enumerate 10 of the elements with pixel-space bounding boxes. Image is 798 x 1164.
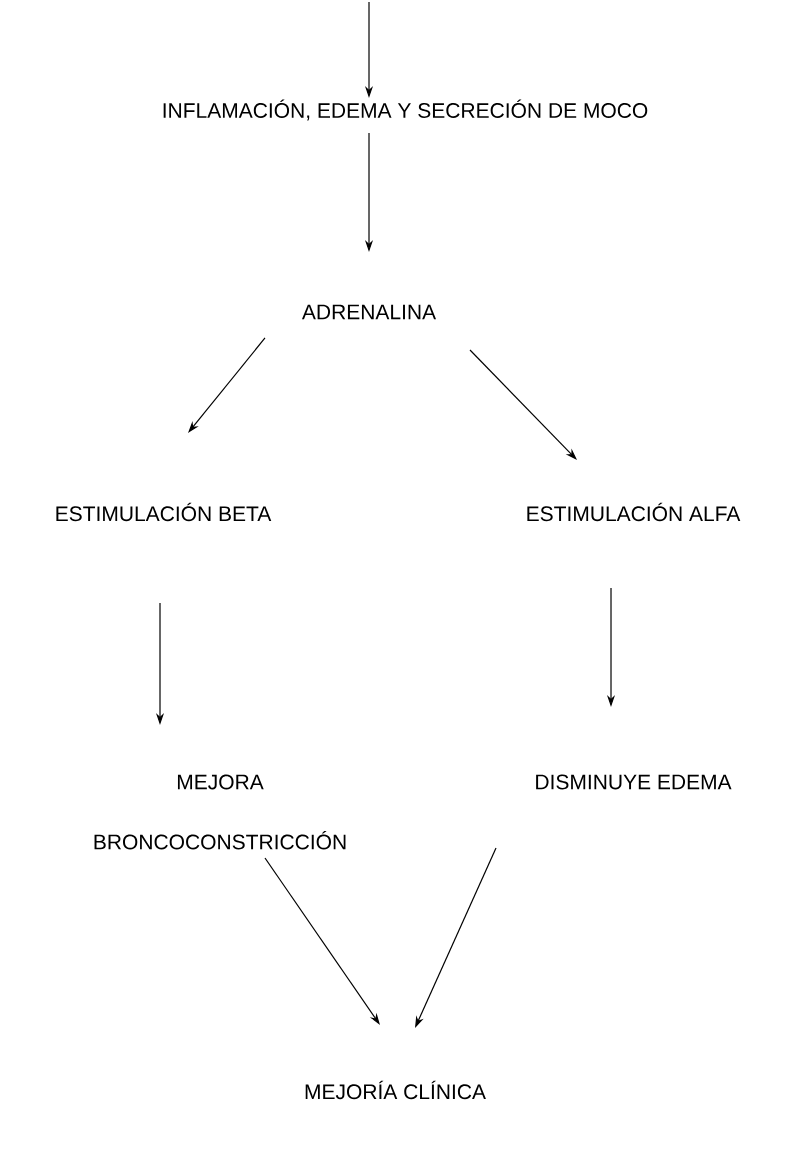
flow-text: INFLAMACIÓN, EDEMA Y SECRECIÓN DE MOCO [163,99,648,121]
arrow [264,857,380,1025]
flow-text: DISMINUYE EDEMA [536,774,732,790]
flow-text: ADRENALINA [301,304,437,320]
arrow [469,349,577,460]
flow-text: MEJORÍA CLÍNICA [305,1080,486,1100]
flow-text: MEJORA BRONCOCONSTRICCIÓN [94,774,346,850]
flow-text: ESTIMULACIÓN ALFA [527,502,741,522]
flow-text: ESTIMULACIÓN BETA [56,502,272,522]
arrow [188,337,266,433]
